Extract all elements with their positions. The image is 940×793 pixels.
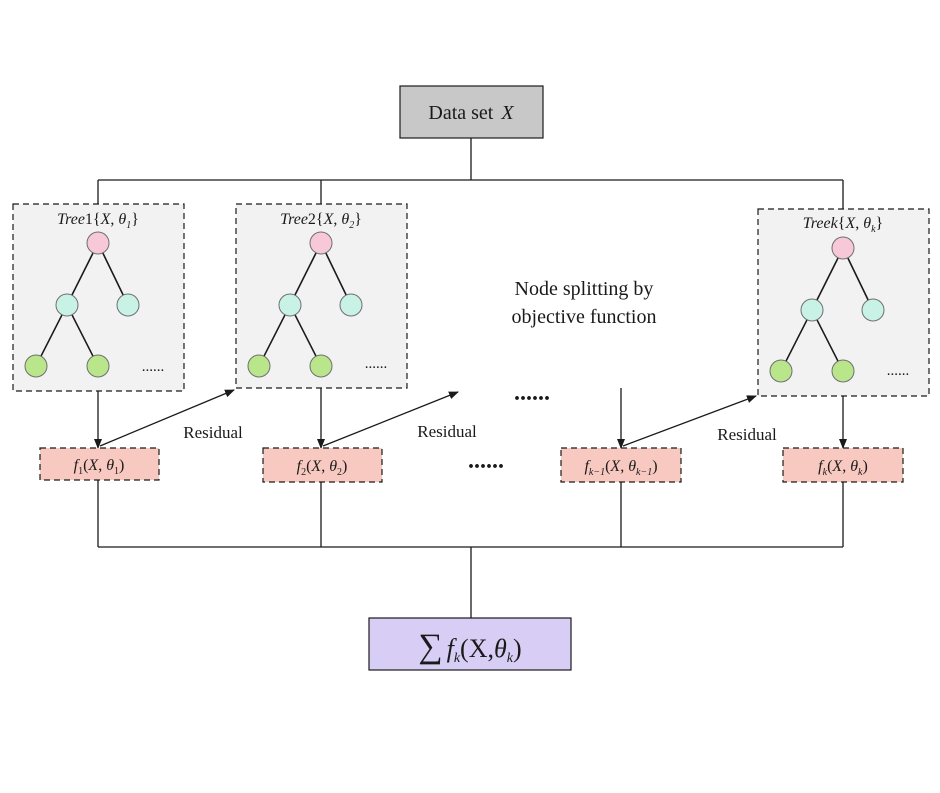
leaf-node <box>339 293 363 317</box>
root-node <box>831 236 855 260</box>
root-node <box>86 231 110 255</box>
tree-edge <box>71 252 94 296</box>
residual-arrow <box>99 389 235 447</box>
tree-edge <box>263 314 286 357</box>
tree-edge <box>847 257 869 301</box>
tree-edge <box>785 319 808 362</box>
residual-label: Residual <box>717 425 777 444</box>
dataset-box <box>399 85 544 139</box>
residual-arrow <box>322 391 459 447</box>
ellipsis-bottom: ...... <box>468 448 504 474</box>
tree-node-layer <box>24 231 885 383</box>
tree-graph <box>247 231 363 378</box>
tree-ellipsis: ...... <box>365 356 388 372</box>
tree-edge <box>325 252 347 296</box>
tree-edge <box>294 252 317 296</box>
dataset-label: Data set X <box>428 102 514 124</box>
leaf-node <box>86 354 110 378</box>
tree-ellipsis: ...... <box>142 359 165 375</box>
output-box-k: fk(X, θk) <box>782 447 904 483</box>
output-formula: fk−1(X, θk−1) <box>584 458 657 478</box>
output-formula: fk(X, θk) <box>818 458 868 478</box>
leaf-node <box>769 359 793 383</box>
tree-edge <box>816 257 839 301</box>
tree-edge <box>816 319 839 362</box>
residual-arrow <box>622 395 757 447</box>
down-arrows <box>94 388 847 449</box>
collection-lines <box>97 480 844 618</box>
dataset-var: X <box>500 102 514 124</box>
sum-box <box>368 617 572 671</box>
leaf-node <box>309 354 333 378</box>
internal-node <box>278 293 302 317</box>
leaf-node <box>831 359 855 383</box>
tree-title: Treek{X, θk} <box>803 215 883 235</box>
output-formula: f2(X, θ2) <box>297 458 348 478</box>
leaf-node <box>24 354 48 378</box>
output-box-1: f1(X, θ1) <box>39 447 160 481</box>
node-splitting-line2: objective function <box>512 306 657 328</box>
tree-title: Tree1{X, θ1} <box>57 211 139 231</box>
output-box-2: f2(X, θ2) <box>262 447 383 483</box>
tree-graph <box>24 231 140 378</box>
output-box-k-minus-1: fk−1(X, θk−1) <box>560 447 682 483</box>
leaf-node <box>861 298 885 322</box>
distribution-lines <box>97 138 844 209</box>
output-formula: f1(X, θ1) <box>74 457 125 477</box>
tree-edge <box>40 314 63 357</box>
residual-label: Residual <box>417 422 477 441</box>
node-splitting-line1: Node splitting by <box>515 278 654 300</box>
tree-title: Tree2{X, θ2} <box>280 211 362 231</box>
tree-edge <box>71 314 94 357</box>
dataset-text: Data set <box>428 102 493 124</box>
residual-arrows <box>99 389 757 447</box>
tree-graph <box>769 236 885 383</box>
tree-edge <box>102 252 124 296</box>
internal-node <box>800 298 824 322</box>
tree-ellipsis: ...... <box>887 363 910 379</box>
ellipsis-top: ...... <box>514 380 550 406</box>
residual-label: Residual <box>183 423 243 442</box>
tree-edge <box>294 314 317 357</box>
root-node <box>309 231 333 255</box>
leaf-node <box>247 354 271 378</box>
leaf-node <box>116 293 140 317</box>
sum-formula: ∑fk(X,θk) <box>418 628 521 666</box>
internal-node <box>55 293 79 317</box>
